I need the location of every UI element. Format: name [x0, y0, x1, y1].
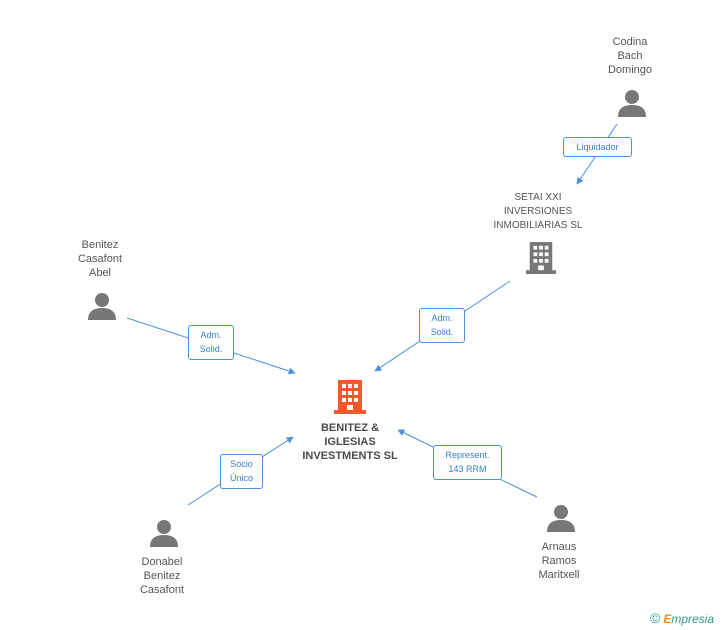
main-company-label[interactable]: BENITEZ & IGLESIAS INVESTMENTS SL [302, 422, 398, 462]
edge-label-adm-abel[interactable]: Adm. Solid. [188, 325, 234, 360]
copyright-icon: © [650, 610, 661, 626]
edge-label-liquidador[interactable]: Liquidador [563, 137, 632, 157]
brand-name: mpresia [671, 612, 715, 626]
setai-company-building-icon[interactable] [526, 241, 556, 275]
edge-label-socio[interactable]: Socio Único [220, 454, 263, 489]
edge-label-adm-setai[interactable]: Adm. Solid. [419, 308, 465, 343]
brand-initial: E [663, 612, 672, 626]
codina-person-label[interactable]: Codina Bach Domingo [607, 36, 653, 76]
setai-company-label[interactable]: SETAI XXI INVERSIONES INMOBILIARIAS SL [493, 192, 583, 231]
edge-label-represent[interactable]: Represent. 143 RRM [433, 445, 502, 480]
benitez-abel-person-icon[interactable] [88, 292, 116, 320]
footer-brand[interactable]: ©Empresia [650, 610, 714, 626]
codina-person-icon[interactable] [618, 89, 646, 117]
donabel-person-label[interactable]: Donabel Benitez Casafont [139, 556, 185, 596]
benitez-abel-person-label[interactable]: Benitez Casafont Abel [77, 239, 123, 279]
arnaus-person-label[interactable]: Arnaus Ramos Maritxell [538, 541, 580, 581]
donabel-person-icon[interactable] [150, 519, 178, 547]
arnaus-person-icon[interactable] [547, 504, 575, 532]
main-company-building-icon[interactable] [334, 380, 366, 414]
